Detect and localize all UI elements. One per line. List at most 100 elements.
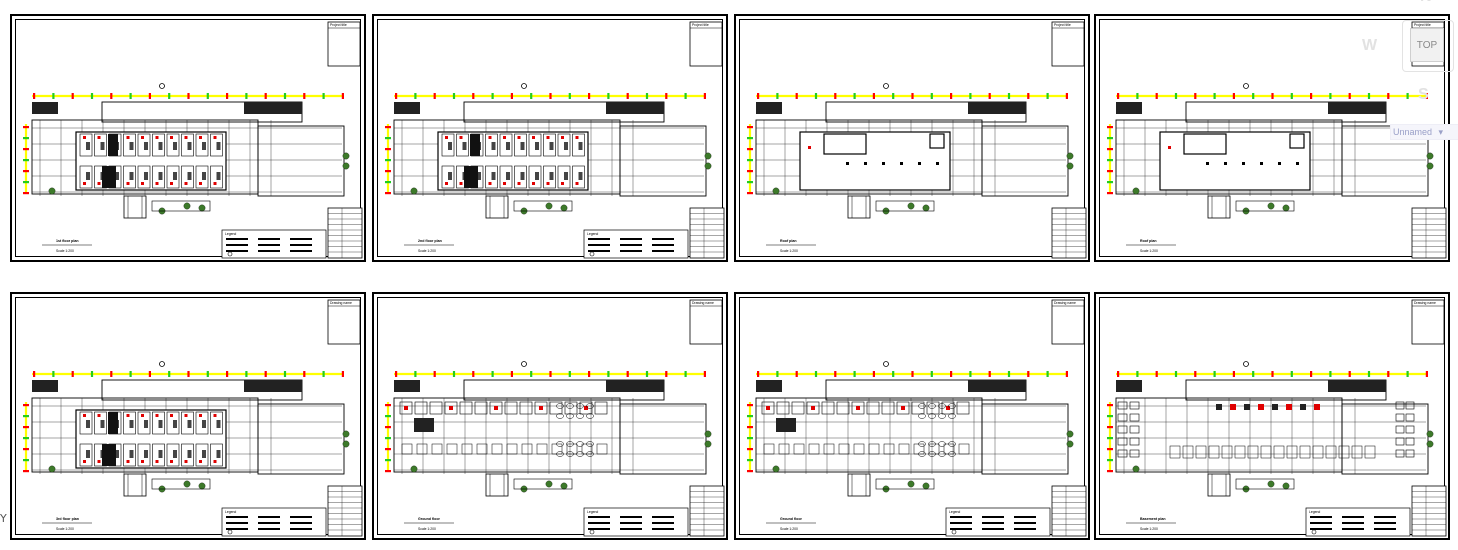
legend-title: Legend (1309, 510, 1320, 514)
drawing-caption: 2nd floor plan (418, 239, 442, 243)
viewcube-compass-ring[interactable] (1402, 20, 1454, 72)
tree-symbol (1426, 440, 1434, 448)
tree-symbol (907, 480, 915, 488)
tree-symbol (704, 162, 712, 170)
drawing-scale: Scale 1:200 (780, 527, 798, 531)
title-block-label: Drawing name (330, 301, 352, 305)
tree-symbol (342, 162, 350, 170)
tree-symbol (1426, 152, 1434, 160)
chevron-down-icon: ▾ (1438, 127, 1444, 137)
tree-symbol (342, 430, 350, 438)
tree-symbol (183, 202, 191, 210)
viewcube-north[interactable]: N (1420, 0, 1432, 6)
sheet-border (739, 19, 1085, 257)
tree-symbol (342, 152, 350, 160)
title-block-label: Drawing name (692, 301, 714, 305)
tree-symbol (545, 202, 553, 210)
title-block-bottom (1051, 485, 1087, 537)
title-block-label: Drawing name (1414, 301, 1436, 305)
title-block-top (1051, 21, 1085, 67)
sheet-border (377, 19, 723, 257)
title-block-label: Drawing name (1054, 301, 1076, 305)
drawing-scale: Scale 1:200 (418, 249, 436, 253)
tree-symbol (183, 480, 191, 488)
viewcube-west[interactable]: W (1362, 37, 1378, 54)
tree-symbol (1066, 440, 1074, 448)
viewcube[interactable]: N W TOP S Unnamed ▾ (1358, 0, 1458, 150)
legend-title: Legend (225, 510, 236, 514)
sheet-border (15, 19, 361, 257)
drawing-caption: Ground floor (780, 517, 803, 521)
drawing-caption: 1st floor plan (56, 239, 79, 243)
sheet-border (1099, 297, 1445, 535)
drawing-scale: Scale 1:200 (1140, 249, 1158, 253)
tree-symbol (198, 204, 206, 212)
title-block-label: Project title (692, 23, 709, 27)
tree-symbol (1282, 204, 1290, 212)
tree-symbol (48, 465, 56, 473)
tree-symbol (1066, 430, 1074, 438)
tree-symbol (1426, 162, 1434, 170)
tree-symbol (1426, 430, 1434, 438)
title-block-top (1051, 299, 1085, 345)
viewcube-top-face[interactable]: TOP (1410, 28, 1444, 62)
drawing-caption: Basement plan (1140, 517, 1166, 521)
tree-symbol (772, 187, 780, 195)
title-block-top (689, 21, 723, 67)
drawing-scale: Scale 1:200 (56, 249, 74, 253)
tree-symbol (1282, 482, 1290, 490)
drawing-caption: Roof plan (1140, 239, 1157, 243)
wcs-menu[interactable]: Unnamed ▾ (1390, 124, 1458, 140)
tree-symbol (1267, 202, 1275, 210)
title-block-label: Project title (330, 23, 347, 27)
drawing-caption: Roof plan (780, 239, 797, 243)
tree-symbol (1066, 162, 1074, 170)
tree-symbol (410, 187, 418, 195)
drawing-scale: Scale 1:200 (418, 527, 436, 531)
ucs-icon: Y (0, 512, 7, 525)
title-block-top (327, 21, 361, 67)
title-block-bottom (327, 485, 363, 537)
wcs-menu-label: Unnamed (1393, 127, 1433, 137)
roof-block (1159, 131, 1311, 191)
sheet-border (739, 297, 1085, 535)
tree-symbol (560, 204, 568, 212)
sheet-border (15, 297, 361, 535)
room-block (75, 409, 227, 469)
tree-symbol (922, 204, 930, 212)
tree-symbol (1066, 152, 1074, 160)
legend-title: Legend (587, 510, 598, 514)
tree-symbol (560, 482, 568, 490)
sheet-border (377, 297, 723, 535)
title-block-top (1411, 299, 1445, 345)
tree-symbol (922, 482, 930, 490)
tree-symbol (704, 430, 712, 438)
drawing-scale: Scale 1:200 (1140, 527, 1158, 531)
room-block (437, 131, 589, 191)
title-block-label: Project title (1414, 23, 1431, 27)
legend-title: Legend (949, 510, 960, 514)
title-block-bottom (1411, 207, 1447, 259)
viewcube-south[interactable]: S (1418, 86, 1429, 103)
title-block-bottom (689, 485, 725, 537)
title-block-top (689, 299, 723, 345)
title-block-bottom (1051, 207, 1087, 259)
tree-symbol (1132, 465, 1140, 473)
tree-symbol (704, 440, 712, 448)
tree-symbol (342, 440, 350, 448)
title-block-top (327, 299, 361, 345)
tree-symbol (1267, 480, 1275, 488)
